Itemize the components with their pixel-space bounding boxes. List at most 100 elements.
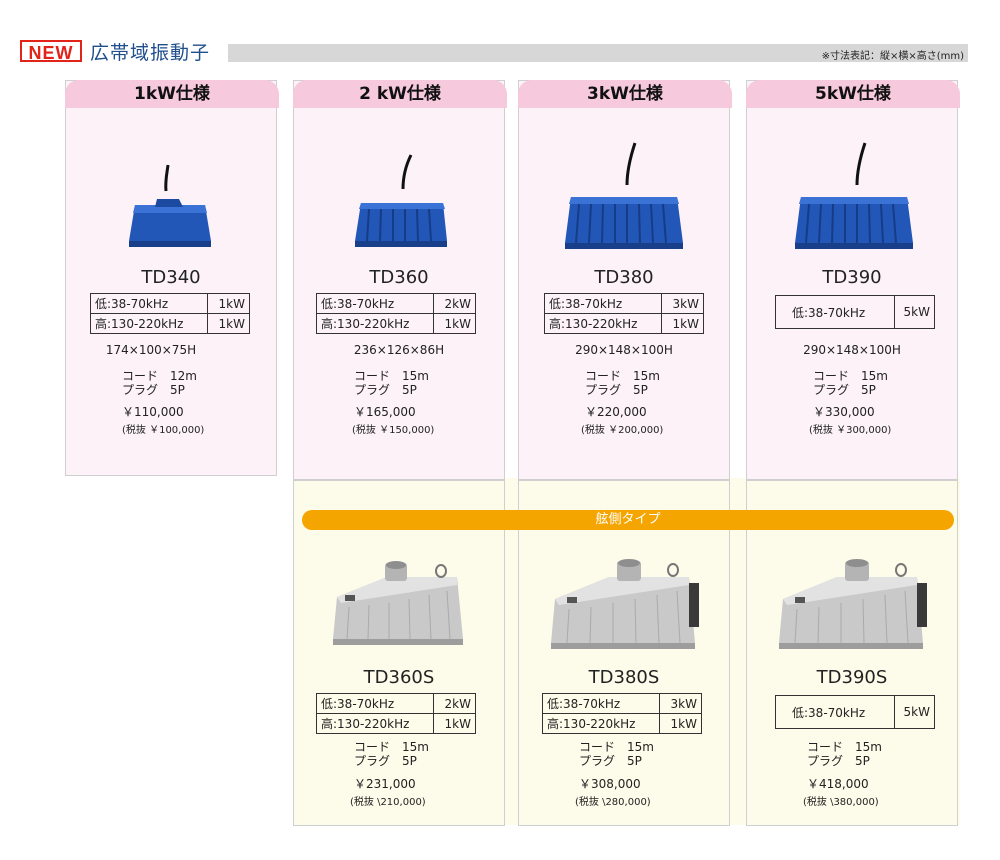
model-name: TD390S bbox=[816, 667, 888, 688]
power-cell: 1kW bbox=[660, 313, 705, 334]
cord-length: コード 15m bbox=[354, 740, 429, 754]
transducer-image bbox=[333, 561, 463, 645]
cord-length: コード 15m bbox=[579, 740, 654, 754]
model-name: TD390 bbox=[822, 267, 882, 288]
transducer-image bbox=[795, 142, 913, 249]
cord-length: コード 15m bbox=[354, 369, 429, 383]
dimensions: 290×148×100H bbox=[575, 343, 673, 357]
band-cell: 低:38-70kHz bbox=[316, 693, 434, 714]
power-cell: 1kW bbox=[432, 313, 477, 334]
power-cell: 3kW bbox=[660, 293, 705, 314]
band-cell: 低:38-70kHz bbox=[542, 693, 660, 714]
band-cell: 低:38-70kHz bbox=[774, 695, 896, 729]
plug-type: プラグ 5P bbox=[354, 383, 417, 397]
price: ￥231,000 bbox=[354, 777, 416, 791]
plug-type: プラグ 5P bbox=[122, 383, 185, 397]
plug-type: プラグ 5P bbox=[579, 754, 642, 768]
plug-type: プラグ 5P bbox=[813, 383, 876, 397]
band-cell: 高:130-220kHz bbox=[542, 713, 660, 734]
model-name: TD360S bbox=[363, 667, 435, 688]
power-cell: 3kW bbox=[658, 693, 703, 714]
cord-length: コード 15m bbox=[807, 740, 882, 754]
band-cell: 低:38-70kHz bbox=[774, 295, 896, 329]
new-badge: NEW bbox=[20, 40, 82, 63]
side-type-banner: 舷側タイプ bbox=[302, 510, 954, 530]
transducer-image bbox=[779, 559, 927, 649]
spec-heading: 5kW仕様 bbox=[746, 80, 960, 108]
price: ￥308,000 bbox=[579, 777, 641, 791]
header-bar bbox=[228, 44, 968, 62]
price: ￥330,000 bbox=[813, 405, 875, 419]
plug-type: プラグ 5P bbox=[585, 383, 648, 397]
power-cell: 2kW bbox=[432, 693, 477, 714]
model-name: TD340 bbox=[141, 267, 201, 288]
band-cell: 低:38-70kHz bbox=[544, 293, 662, 314]
model-name: TD380 bbox=[594, 267, 654, 288]
plug-type: プラグ 5P bbox=[354, 754, 417, 768]
power-cell: 1kW bbox=[658, 713, 703, 734]
dimensions: 174×100×75H bbox=[105, 343, 197, 357]
price-ex-tax: (税抜 ￥100,000) bbox=[122, 425, 205, 436]
band-cell: 低:38-70kHz bbox=[316, 293, 434, 314]
dimensions: 236×126×86H bbox=[353, 343, 445, 357]
price: ￥165,000 bbox=[354, 405, 416, 419]
band-cell: 高:130-220kHz bbox=[316, 313, 434, 334]
power-cell: 1kW bbox=[206, 293, 251, 314]
spec-heading: 2 kW仕様 bbox=[293, 80, 507, 108]
price-ex-tax: (税抜 \210,000) bbox=[350, 797, 426, 808]
band-cell: 高:130-220kHz bbox=[544, 313, 662, 334]
spec-heading: 1kW仕様 bbox=[65, 80, 279, 108]
price: ￥418,000 bbox=[807, 777, 869, 791]
price-ex-tax: (税抜 ￥150,000) bbox=[352, 425, 435, 436]
dimension-note: ※寸法表記：縦×横×高さ(mm) bbox=[821, 51, 964, 62]
power-cell: 5kW bbox=[894, 295, 935, 329]
power-cell: 1kW bbox=[206, 313, 251, 334]
plug-type: プラグ 5P bbox=[807, 754, 870, 768]
dimensions: 290×148×100H bbox=[803, 343, 901, 357]
price-ex-tax: (税抜 ￥300,000) bbox=[809, 425, 892, 436]
price-ex-tax: (税抜 \280,000) bbox=[575, 797, 651, 808]
transducer-image bbox=[129, 164, 211, 247]
power-cell: 1kW bbox=[432, 713, 477, 734]
price: ￥110,000 bbox=[122, 405, 184, 419]
price-ex-tax: (税抜 ￥200,000) bbox=[581, 425, 664, 436]
transducer-image bbox=[551, 559, 699, 649]
band-cell: 高:130-220kHz bbox=[90, 313, 208, 334]
model-name: TD380S bbox=[588, 667, 660, 688]
price-ex-tax: (税抜 \380,000) bbox=[803, 797, 879, 808]
cord-length: コード 12m bbox=[122, 369, 197, 383]
transducer-image bbox=[355, 154, 447, 247]
cord-length: コード 15m bbox=[813, 369, 888, 383]
price: ￥220,000 bbox=[585, 405, 647, 419]
transducer-image bbox=[565, 142, 683, 249]
cord-length: コード 15m bbox=[585, 369, 660, 383]
page-title: 広帯域振動子 bbox=[90, 42, 211, 64]
model-name: TD360 bbox=[369, 267, 429, 288]
